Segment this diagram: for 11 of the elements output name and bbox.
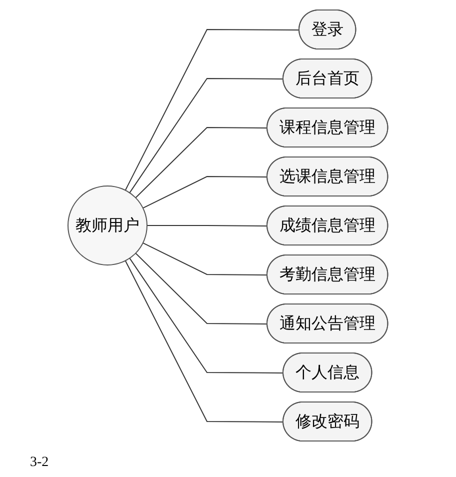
connector — [142, 176, 268, 208]
connector — [129, 257, 284, 373]
connector — [135, 126, 268, 198]
connector — [135, 252, 268, 324]
connector — [125, 28, 300, 190]
connector — [129, 78, 284, 193]
figure-number: 3-2 — [30, 455, 49, 471]
connector — [142, 242, 268, 275]
connector — [146, 224, 268, 226]
node-circle: 教师用户 — [68, 185, 148, 265]
connector — [125, 260, 284, 422]
